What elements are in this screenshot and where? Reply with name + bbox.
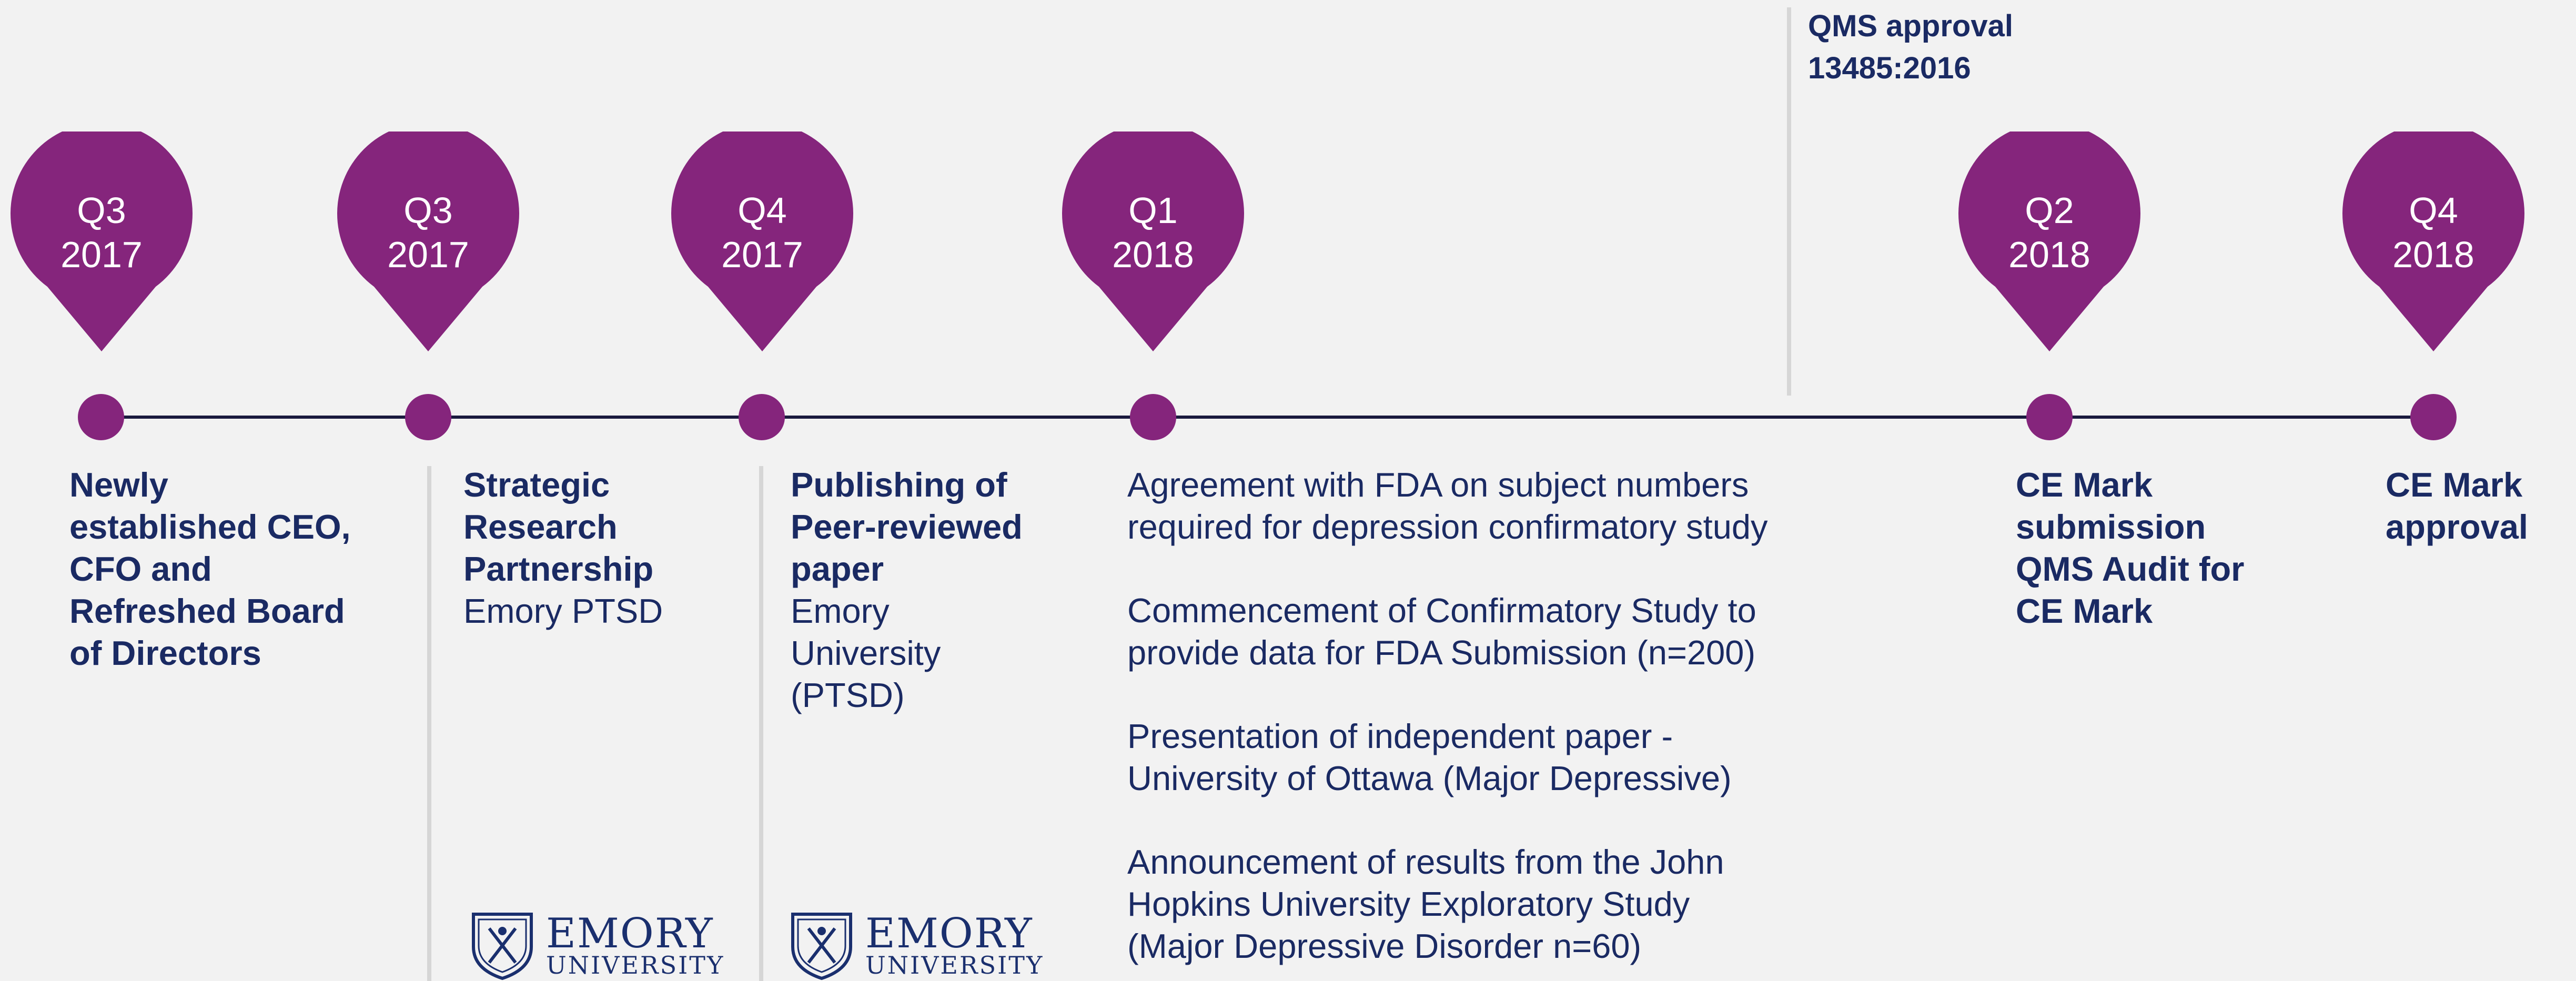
- timeline-dot: [78, 394, 124, 440]
- description-paragraph: Agreement with FDA on subject numbers re…: [1127, 464, 1768, 548]
- description-line: CE Mark: [2016, 592, 2153, 630]
- description-paragraph: Commencement of Confirmatory Study to pr…: [1127, 590, 1768, 674]
- milestone-date: Q1 2018: [1062, 188, 1244, 277]
- description-paragraph: Announcement of results from the John Ho…: [1127, 841, 1768, 967]
- milestone-pin: Q1 2018: [1062, 132, 1244, 363]
- description-line: Peer-reviewed: [791, 508, 1023, 546]
- location-pin-icon: [2342, 132, 2524, 351]
- description-paragraph: Presentation of independent paper - Univ…: [1127, 715, 1768, 800]
- description-subline: (PTSD): [791, 676, 905, 714]
- location-pin-icon: [11, 132, 193, 351]
- description-line: provide data for FDA Submission (n=200): [1127, 633, 1756, 672]
- description-line: CE Mark: [2386, 466, 2523, 504]
- timeline-dot: [1130, 394, 1176, 440]
- description-line: Agreement with FDA on subject numbers: [1127, 466, 1749, 504]
- milestone-date: Q4 2017: [671, 188, 853, 277]
- description-line: Research: [463, 508, 618, 546]
- description-line: CE Mark: [2016, 466, 2153, 504]
- milestone-description: CE Mark submission QMS Audit for CE Mark: [2016, 464, 2244, 632]
- milestone-quarter: Q4: [2409, 190, 2458, 231]
- logo-wordmark: EMORY: [546, 910, 714, 957]
- milestone-date: Q3 2017: [11, 188, 193, 277]
- milestone-description: Strategic Research Partnership Emory PTS…: [463, 464, 663, 632]
- milestone-date: Q3 2017: [337, 188, 519, 277]
- milestone-quarter: Q3: [77, 190, 126, 231]
- milestone-description: CE Mark approval: [2386, 464, 2528, 548]
- milestone-quarter: Q2: [2025, 190, 2074, 231]
- qms-line: 13485:2016: [1808, 51, 1971, 85]
- description-line: Strategic: [463, 466, 610, 504]
- description-line: Partnership: [463, 550, 654, 588]
- emory-shield-icon: [791, 913, 852, 980]
- milestone-quarter: Q3: [403, 190, 453, 231]
- description-line: Publishing of: [791, 466, 1007, 504]
- timeline-dot: [2026, 394, 2073, 440]
- divider: [427, 466, 431, 981]
- milestone-quarter: Q1: [1128, 190, 1178, 231]
- description-line: Refreshed Board: [69, 592, 345, 630]
- emory-shield-icon: [472, 913, 533, 980]
- milestone-date: Q4 2018: [2342, 188, 2524, 277]
- milestone-description: Publishing of Peer-reviewed paper Emory …: [791, 464, 1023, 716]
- description-line: (Major Depressive Disorder n=60): [1127, 927, 1642, 965]
- description-line: CFO and: [69, 550, 212, 588]
- milestone-year: 2017: [60, 234, 143, 275]
- qms-approval-note: QMS approval 13485:2016: [1808, 0, 2013, 95]
- description-line: Commencement of Confirmatory Study to: [1127, 591, 1756, 630]
- milestone-pin: Q2 2018: [1958, 132, 2140, 363]
- divider: [759, 466, 763, 981]
- timeline-dot: [405, 394, 451, 440]
- logo-subtitle: UNIVERSITY: [546, 951, 725, 979]
- emory-university-logo: EMORY UNIVERSITY: [787, 910, 1042, 980]
- description-line: paper: [791, 550, 884, 588]
- description-line: Newly: [69, 466, 168, 504]
- description-line: required for depression confirmatory stu…: [1127, 508, 1768, 546]
- description-line: Announcement of results from the John: [1127, 843, 1724, 881]
- milestone-pin: Q3 2017: [11, 132, 193, 363]
- description-line: approval: [2386, 508, 2528, 546]
- description-line: University of Ottawa (Major Depressive): [1127, 759, 1732, 797]
- milestone-year: 2017: [721, 234, 803, 275]
- milestone-year: 2018: [1112, 234, 1194, 275]
- milestone-description: Newly established CEO, CFO and Refreshed…: [69, 464, 351, 674]
- location-pin-icon: [337, 132, 519, 351]
- milestone-year: 2018: [2008, 234, 2090, 275]
- description-subline: Emory PTSD: [463, 592, 663, 630]
- location-pin-icon: [671, 132, 853, 351]
- timeline-axis: [101, 416, 2433, 419]
- description-line: submission: [2016, 508, 2206, 546]
- description-line: of Directors: [69, 634, 261, 672]
- timeline-dot: [2410, 394, 2457, 440]
- milestone-year: 2017: [387, 234, 469, 275]
- milestone-year: 2018: [2392, 234, 2474, 275]
- description-line: Presentation of independent paper -: [1127, 717, 1673, 755]
- description-line: QMS Audit for: [2016, 550, 2245, 588]
- qms-line: QMS approval: [1808, 9, 2013, 43]
- description-subline: University: [791, 634, 941, 672]
- location-pin-icon: [1062, 132, 1244, 351]
- logo-wordmark: EMORY: [865, 910, 1033, 957]
- milestone-pin: Q4 2018: [2342, 132, 2524, 363]
- description-subline: Emory: [791, 592, 890, 630]
- location-pin-icon: [1958, 132, 2140, 351]
- logo-subtitle: UNIVERSITY: [865, 951, 1044, 979]
- description-line: Hopkins University Exploratory Study: [1127, 885, 1690, 923]
- milestone-pin: Q4 2017: [671, 132, 853, 363]
- milestone-description: Agreement with FDA on subject numbers re…: [1127, 464, 1768, 967]
- description-line: established CEO,: [69, 508, 351, 546]
- milestone-quarter: Q4: [738, 190, 787, 231]
- milestone-date: Q2 2018: [1958, 188, 2140, 277]
- emory-university-logo: EMORY UNIVERSITY: [468, 910, 723, 980]
- divider: [1787, 7, 1791, 396]
- timeline-dot: [739, 394, 785, 440]
- milestone-pin: Q3 2017: [337, 132, 519, 363]
